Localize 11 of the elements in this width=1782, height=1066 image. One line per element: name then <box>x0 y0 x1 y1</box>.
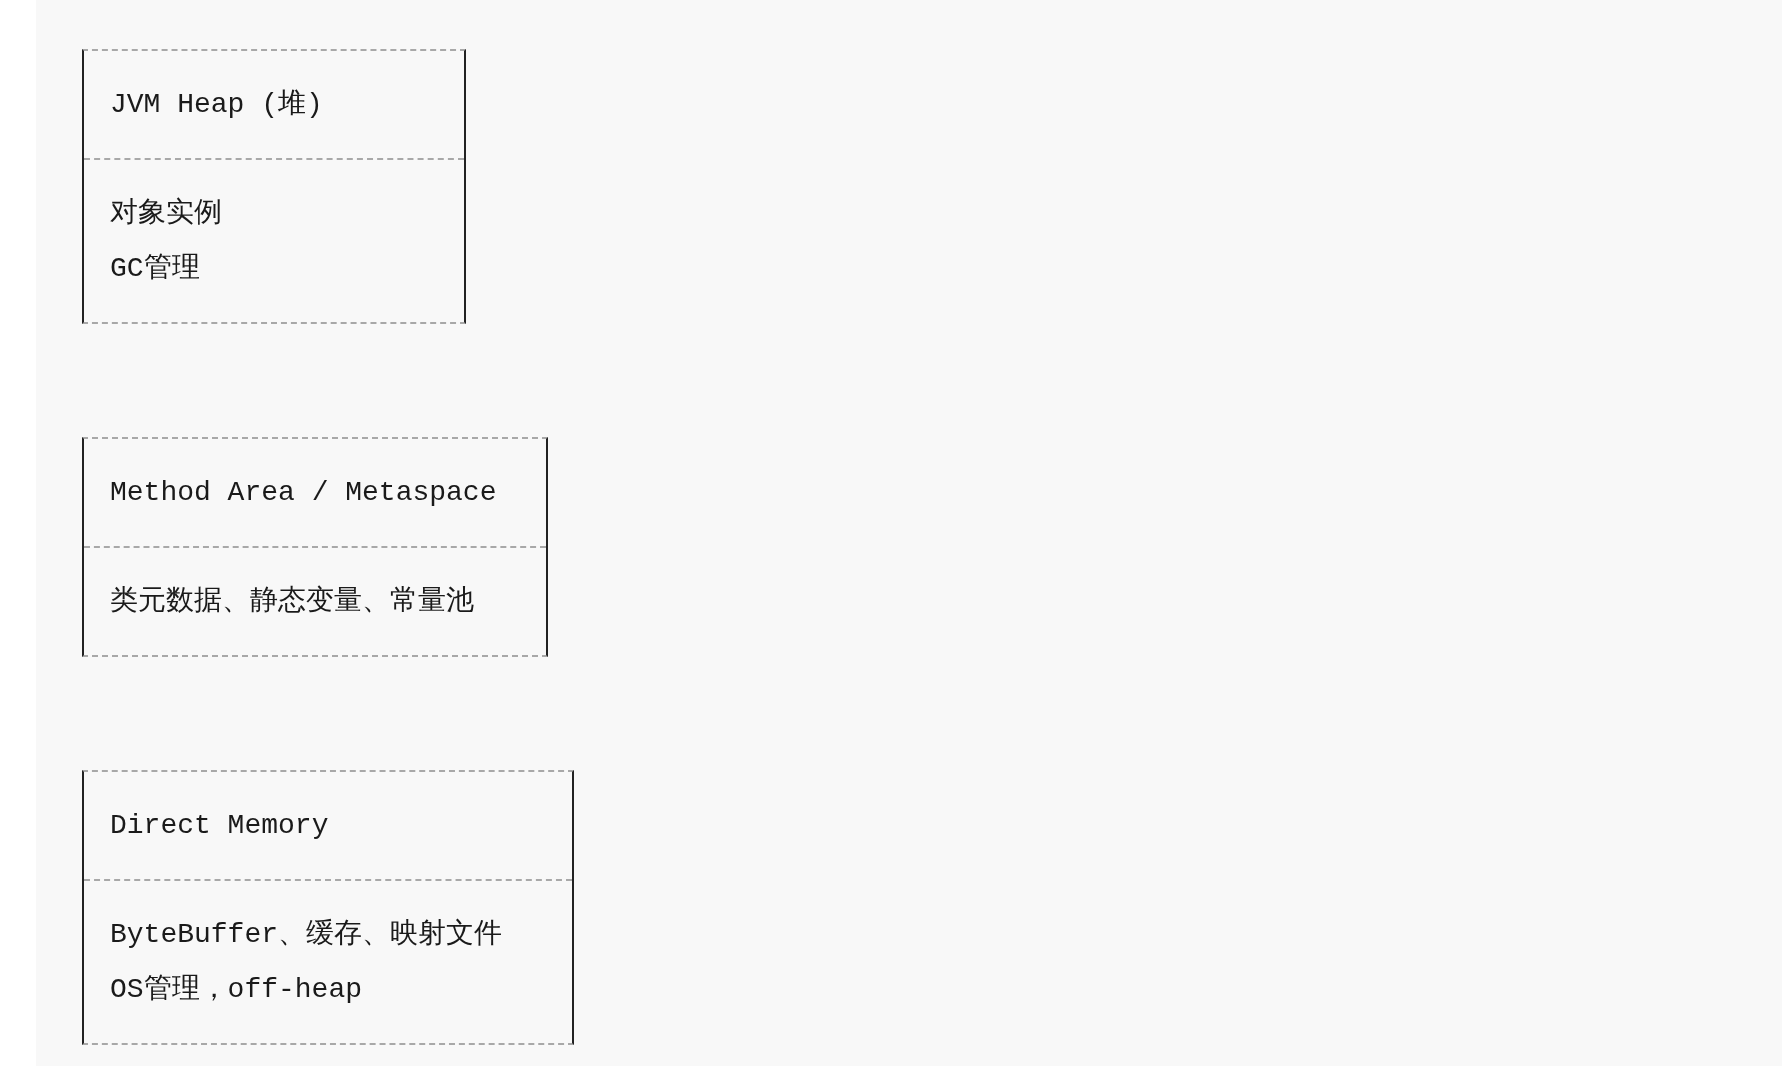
box-text: OS管理，off-heap <box>110 973 363 1007</box>
box-text: 对象实例 <box>110 196 222 231</box>
memory-box <box>82 49 466 324</box>
box-heading: Direct Memory <box>110 809 329 843</box>
box-text: GC管理 <box>110 252 200 286</box>
memory-box <box>82 437 548 657</box>
box-heading: Method Area / Metaspace <box>110 476 497 510</box>
memory-box <box>82 770 574 1045</box>
box-text: 类元数据、静态变量、常量池 <box>110 584 474 619</box>
box-text: ByteBuffer、缓存、映射文件 <box>110 917 503 952</box>
box-heading: JVM Heap (堆) <box>110 88 323 122</box>
